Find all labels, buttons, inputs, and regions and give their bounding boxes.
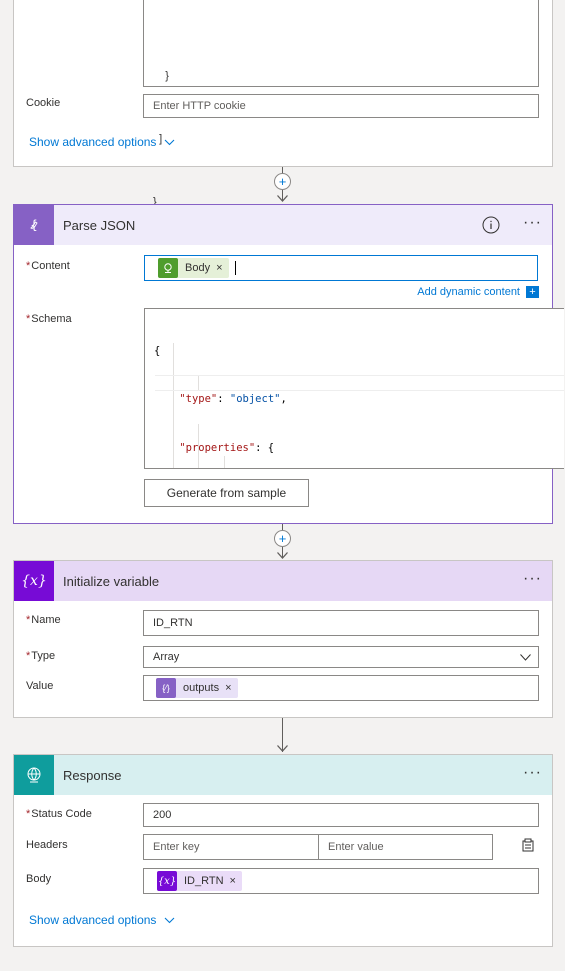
outputs-token-label: outputs [183,682,220,694]
initialize-variable-header[interactable]: {x} Initialize variable ··· [14,561,552,601]
schema-editor[interactable]: { "type": "object", "properties": { "ver… [144,308,564,469]
initialize-variable-card: {x} Initialize variable ··· *Name ID_RTN… [13,560,553,718]
schema-line: "type": "object", [179,393,287,406]
status-code-label: *Status Code [26,808,92,820]
initialize-variable-title: Initialize variable [63,573,160,589]
add-icon: + [526,286,539,298]
status-code-value: 200 [153,809,172,821]
generate-label: Generate from sample [166,486,287,500]
text-cursor [234,261,236,275]
insert-step-button[interactable]: + [274,173,291,190]
indent-guide [224,456,225,468]
schema-label: *Schema [26,313,72,325]
variable-icon: {x} [157,871,177,891]
header-key-input[interactable]: Enter key [143,834,319,860]
add-dynamic-label: Add dynamic content [417,286,520,298]
body-label: Body [26,873,52,885]
value-input[interactable]: {⁄} outputs × [143,675,539,701]
arrow-down-icon [277,195,288,202]
plus-icon: + [278,531,287,546]
parse-json-header[interactable]: { Parse JSON ··· [14,205,552,245]
remove-token-icon[interactable]: × [216,262,223,274]
body-textarea[interactable]: } ] } [143,0,539,208]
arrow-down-icon [277,552,288,559]
switch-to-text-mode-icon[interactable] [521,838,535,852]
chevron-down-icon [165,139,175,145]
indent-guide [173,343,174,468]
type-value: Array [153,651,180,663]
cookie-placeholder: Enter HTTP cookie [153,100,246,112]
body-token[interactable]: Body × [158,258,229,278]
name-input[interactable]: ID_RTN [143,610,539,636]
outputs-token[interactable]: {⁄} outputs × [156,678,238,698]
type-select[interactable]: Array [143,646,539,668]
status-code-input[interactable]: 200 [143,803,539,827]
id-rtn-token-label: ID_RTN [184,875,224,887]
type-label: *Type [26,650,56,662]
request-icon [158,258,178,278]
current-line-highlight [155,375,564,391]
content-label: *Content [26,260,70,272]
value-placeholder: Enter value [328,841,384,853]
cookie-label: Cookie [26,97,61,109]
show-advanced-options-link[interactable]: Show advanced options [29,913,175,927]
schema-line: "properties": { [179,442,275,455]
parse-json-card: { Parse JSON ··· *Content Body × Add dyn… [13,204,564,524]
more-options-icon[interactable]: ··· [523,214,542,231]
response-card: Response ··· *Status Code 200 Headers En… [13,754,553,947]
parse-json-icon: { [14,205,54,245]
chevron-down-icon [165,917,175,923]
header-value-input[interactable]: Enter value [318,834,493,860]
id-rtn-token[interactable]: {x} ID_RTN × [157,871,242,891]
show-advanced-label: Show advanced options [29,135,157,149]
info-icon[interactable] [482,216,500,234]
headers-label: Headers [26,839,68,851]
parse-json-title: Parse JSON [63,217,136,233]
show-advanced-options-link[interactable]: Show advanced options [29,135,175,149]
show-advanced-label: Show advanced options [29,913,157,927]
body-line: } [153,196,157,208]
content-input[interactable]: Body × [144,255,538,281]
variable-icon: {x} [14,561,54,601]
schema-line: { [154,344,161,357]
body-line: ] [153,133,163,145]
add-dynamic-content-link[interactable]: Add dynamic content + [417,286,539,298]
plus-icon: + [278,174,287,189]
response-icon [14,755,54,795]
http-action-card: } ] } Cookie Enter HTTP cookie Show adva… [13,0,553,208]
insert-step-button[interactable]: + [274,530,291,547]
arrow-down-icon [277,745,288,752]
body-token-label: Body [185,262,211,274]
name-value: ID_RTN [153,617,193,629]
remove-token-icon[interactable]: × [229,875,236,887]
more-options-icon[interactable]: ··· [523,570,542,587]
more-options-icon[interactable]: ··· [523,764,542,781]
connector-line [282,718,283,752]
body-input[interactable]: {x} ID_RTN × [143,868,539,894]
parse-json-icon: {⁄} [156,678,176,698]
indent-guide [198,375,199,391]
cookie-input[interactable]: Enter HTTP cookie [143,94,539,118]
response-header[interactable]: Response ··· [14,755,552,795]
name-label: *Name [26,614,61,626]
response-title: Response [63,767,122,783]
indent-guide [198,424,199,468]
body-line: } [153,70,169,82]
value-label: Value [26,680,54,692]
chevron-down-icon [520,654,531,661]
key-placeholder: Enter key [153,841,200,853]
generate-from-sample-button[interactable]: Generate from sample [144,479,309,507]
remove-token-icon[interactable]: × [225,682,232,694]
